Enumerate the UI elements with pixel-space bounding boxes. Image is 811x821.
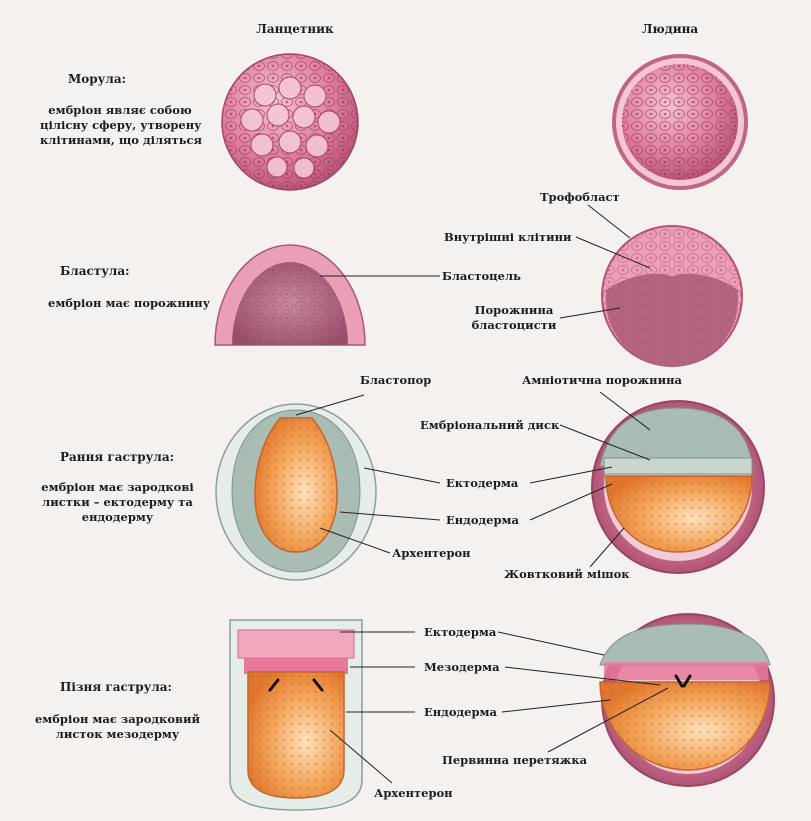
- label-blastocoel: Бластоцель: [442, 269, 521, 283]
- description-line: клітинами, що діляться: [40, 132, 203, 147]
- label-amniotic-cavity: Амніотична порожнина: [522, 373, 682, 387]
- description-line: ембріон являє собою: [48, 103, 192, 117]
- label-blastocyst-cavity: Порожнина бластоцисти: [468, 303, 560, 333]
- stage-description-late-gastrula: ембріон має зародковий листок мезодерму: [30, 712, 205, 742]
- stage-title-late-gastrula: Пізня гаструла:: [60, 680, 172, 694]
- label-line: бластоцисти: [471, 317, 557, 332]
- column-header-human: Людина: [641, 22, 699, 36]
- stage-title-early-gastrula: Рання гаструла:: [60, 450, 175, 464]
- label-endoderm-early: Ендодерма: [446, 513, 519, 527]
- label-yolk-sac: Жовтковий мішок: [504, 567, 630, 581]
- label-ectoderm-late: Ектодерма: [424, 625, 497, 639]
- description-line: листок мезодерму: [55, 726, 180, 741]
- description-line: листки – ектодерму та: [42, 494, 193, 509]
- description-line: ембріон має зародковий: [34, 712, 201, 726]
- label-line: Порожнина: [474, 303, 554, 317]
- stage-description-blastula: ембріон має порожнину: [48, 296, 210, 311]
- column-header-lancelet: Ланцетник: [256, 22, 334, 36]
- description-line: цілісну сферу, утворену: [40, 117, 202, 132]
- description-line: ембріон має порожнину: [48, 296, 211, 310]
- lancelet-blastula: [214, 244, 366, 346]
- human-late-gastrula: [599, 613, 775, 787]
- leader-lines: [295, 204, 669, 784]
- lancelet-early-gastrula: [215, 403, 377, 581]
- label-archenteron-early: Архентерон: [392, 546, 471, 560]
- stage-description-early-gastrula: ембріон має зародкові листки – ектодерму…: [30, 480, 205, 525]
- stage-description-morula: ембріон являє собою цілісну сферу, утвор…: [40, 103, 203, 148]
- label-blastopore: Бластопор: [360, 373, 432, 387]
- description-line: ендодерму: [81, 509, 154, 524]
- lancelet-late-gastrula: [229, 619, 363, 811]
- label-embryonic-disc: Ембріональний диск: [420, 418, 560, 432]
- label-mesoderm: Мезодерма: [424, 660, 500, 674]
- description-line: ембріон має зародкові: [41, 480, 194, 494]
- human-blastocyst: [601, 225, 743, 367]
- label-archenteron-late: Архентерон: [374, 786, 453, 800]
- human-early-gastrula: [591, 400, 765, 574]
- stage-title-blastula: Бластула:: [60, 264, 130, 278]
- label-endoderm-late: Ендодерма: [424, 705, 497, 719]
- lancelet-morula: [221, 53, 359, 191]
- label-primitive-streak: Первинна перетяжка: [442, 753, 588, 767]
- human-morula: [612, 54, 748, 190]
- label-trophoblast: Трофобласт: [540, 190, 620, 204]
- stage-title-morula: Морула:: [68, 72, 127, 86]
- label-inner-cells: Внутрішні клітини: [444, 230, 572, 244]
- label-ectoderm-early: Ектодерма: [446, 476, 519, 490]
